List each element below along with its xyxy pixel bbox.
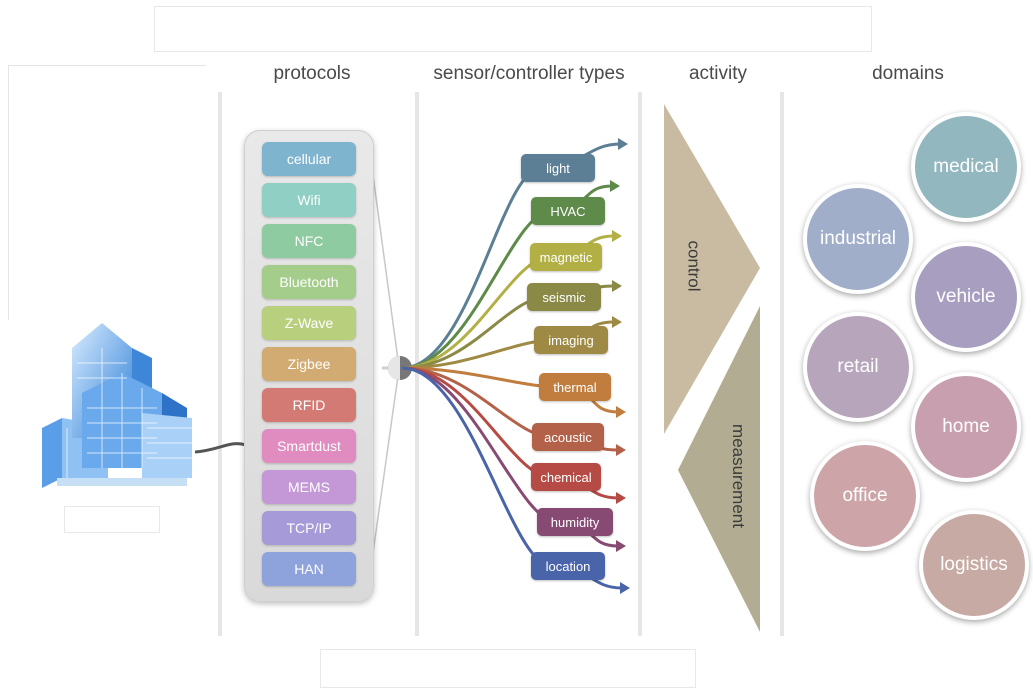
divider-1: [218, 92, 222, 636]
sensor-arrowhead-7: [616, 492, 626, 504]
measurement-label: measurement: [728, 424, 748, 528]
domain-logistics: logistics: [919, 510, 1029, 620]
protocol-8: MEMS: [262, 470, 356, 504]
bottom-placeholder-frame: [320, 649, 696, 688]
sensor-arrowhead-5: [616, 406, 626, 418]
domain-home: home: [911, 372, 1021, 482]
top-placeholder-frame: [154, 6, 872, 52]
protocol-5: Zigbee: [262, 347, 356, 381]
sensor-label-0: light: [521, 154, 595, 182]
sensor-curve-0: [401, 142, 621, 370]
domain-industrial: industrial: [803, 184, 913, 294]
protocol-3: Bluetooth: [262, 265, 356, 299]
sensor-arrowhead-8: [616, 540, 626, 552]
protocol-0: cellular: [262, 142, 356, 176]
domain-office: office: [810, 441, 920, 551]
sensor-label-2: magnetic: [530, 243, 602, 271]
protocol-1: Wifi: [262, 183, 356, 217]
sensor-arrowhead-9: [620, 582, 630, 594]
sensor-label-8: humidity: [537, 508, 613, 536]
sensor-label-6: acoustic: [532, 423, 604, 451]
protocol-10: HAN: [262, 552, 356, 586]
sensor-arrowhead-1: [610, 180, 620, 192]
sensor-arrowhead-0: [618, 138, 628, 150]
sensor-arrowhead-3: [612, 280, 622, 292]
sensor-label-5: thermal: [539, 373, 611, 401]
protocol-9: TCP/IP: [262, 511, 356, 545]
divider-3: [638, 92, 642, 636]
protocol-2: NFC: [262, 224, 356, 258]
divider-4: [780, 92, 784, 636]
left-frame-top-edge: [8, 65, 206, 66]
domain-vehicle: vehicle: [911, 242, 1021, 352]
protocols-title: protocols: [273, 63, 351, 84]
funnel-lines: [371, 167, 399, 561]
sensor-label-4: imaging: [534, 326, 608, 354]
left-frame-side-edge: [8, 65, 9, 320]
control-triangle: [664, 104, 760, 434]
domains-title: domains: [872, 63, 944, 84]
building-link-line: [194, 442, 247, 454]
sensor-label-1: HVAC: [531, 197, 605, 225]
domain-retail: retail: [803, 312, 913, 422]
building-caption-frame: [64, 506, 160, 533]
sensors-title: sensor/controller types: [433, 63, 625, 84]
sensor-label-3: seismic: [527, 283, 601, 311]
protocol-4: Z-Wave: [262, 306, 356, 340]
domain-medical: medical: [911, 112, 1021, 222]
sensor-arrowhead-4: [612, 316, 622, 328]
control-label: control: [684, 240, 704, 292]
sensor-arrowhead-2: [612, 230, 622, 242]
sensor-label-9: location: [531, 552, 605, 580]
sensor-label-7: chemical: [531, 463, 601, 491]
protocol-6: RFID: [262, 388, 356, 422]
measurement-triangle: [678, 306, 760, 632]
activity-arrows: [664, 104, 760, 632]
activity-title: activity: [688, 63, 748, 84]
protocol-7: Smartdust: [262, 429, 356, 463]
sensor-arrowhead-6: [616, 444, 626, 456]
building-icon: [42, 323, 192, 488]
